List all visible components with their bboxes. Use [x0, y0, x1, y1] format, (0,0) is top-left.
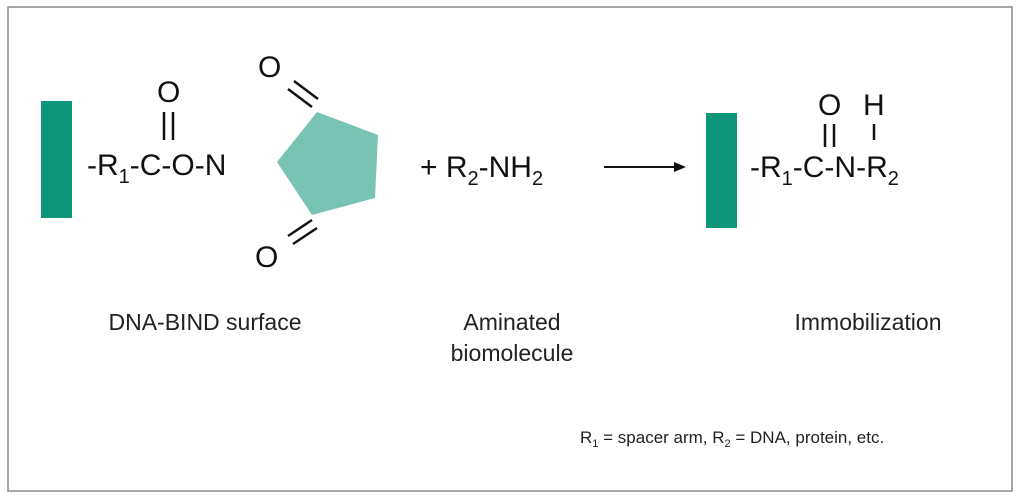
surface-bar	[41, 101, 72, 218]
amide-hydrogen: H	[863, 89, 885, 122]
nhs-ring	[277, 112, 378, 215]
footnote: R1 = spacer arm, R2 = DNA, protein, etc.	[580, 428, 884, 450]
reactant2-formula: + R2-NH2	[420, 151, 543, 190]
double-bond	[287, 88, 313, 108]
product-carbonyl-oxygen: O	[818, 89, 841, 122]
reactant1-formula: -R1-C-O-N	[87, 149, 226, 188]
reactant1-label: DNA-BIND surface	[109, 309, 302, 335]
ring-oxygen-bottom: O	[255, 241, 278, 274]
reactant2-label-line1: Aminated	[463, 309, 560, 335]
immobilized-surface-bar	[706, 113, 737, 228]
product-label: Immobilization	[795, 309, 942, 335]
reaction-arrow-icon	[604, 162, 686, 172]
product-formula: -R1-C-N-R2	[750, 151, 899, 190]
double-bond	[287, 218, 313, 238]
reactant2-label-line2: biomolecule	[451, 340, 574, 366]
double-bond	[293, 80, 319, 100]
double-bond	[292, 226, 318, 246]
carbonyl-oxygen: O	[157, 76, 180, 109]
frame	[7, 6, 1013, 492]
ring-oxygen-top: O	[258, 51, 281, 84]
